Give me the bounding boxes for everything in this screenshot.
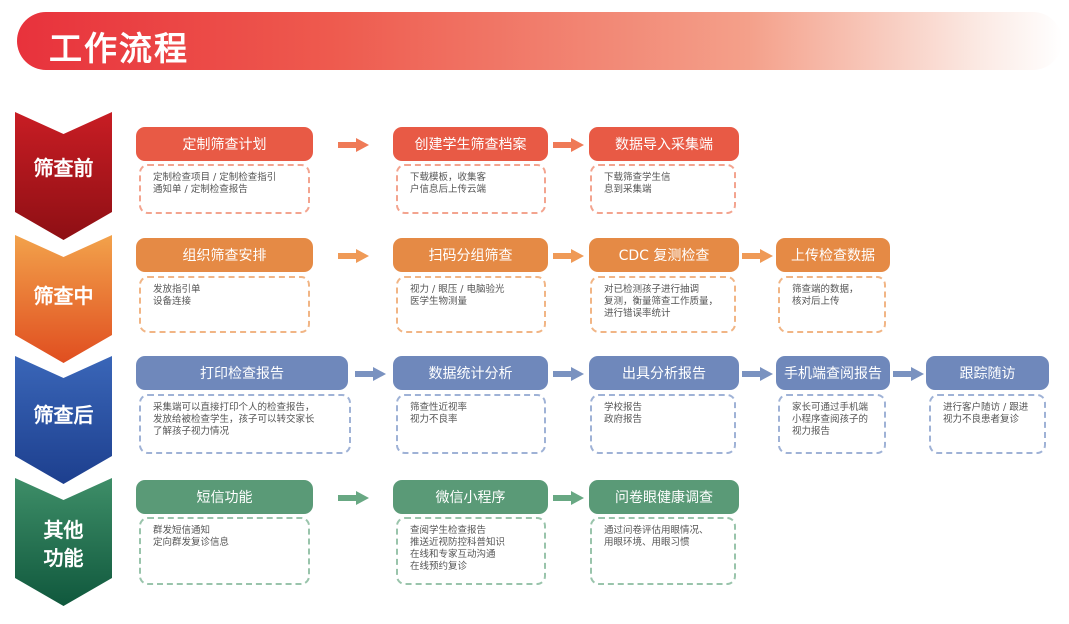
page-title: 工作流程 xyxy=(49,29,189,68)
step-title: 数据统计分析 xyxy=(393,356,548,390)
step-description-line: 筛查性近视率 xyxy=(410,402,468,413)
step-description-line: 通过问卷评估用眼情况、 xyxy=(604,525,709,536)
step-description: 下载模板，收集客户信息后上传云端 xyxy=(396,164,546,214)
flow-arrow xyxy=(553,490,584,505)
flow-arrow xyxy=(742,248,773,263)
step-description-line: 查阅学生检查报告 xyxy=(410,525,487,536)
step-description-line: 学校报告 xyxy=(604,402,643,413)
step-description: 视力 / 眼压 / 电脑验光医学生物测量 xyxy=(396,276,546,333)
stage-label-line: 筛查后 xyxy=(33,403,94,427)
step-description-line: 户信息后上传云端 xyxy=(410,184,487,195)
step-description-line: 推送近视防控科普知识 xyxy=(410,537,506,548)
step-description: 筛查端的数据，核对后上传 xyxy=(778,276,886,333)
step-title: 上传检查数据 xyxy=(776,238,890,272)
step-description-line: 通知单 / 定制检查报告 xyxy=(153,184,248,195)
step-title: 短信功能 xyxy=(136,480,313,514)
flow-arrow xyxy=(553,366,584,381)
step-description-line: 小程序查阅孩子的 xyxy=(792,414,869,425)
step-description-line: 进行错误率统计 xyxy=(604,308,671,319)
step-description-line: 定向群发复诊信息 xyxy=(153,537,230,548)
step-title: 问卷眼健康调查 xyxy=(589,480,739,514)
step-description-line: 息到采集端 xyxy=(604,184,652,195)
stage-chevron-mid: 筛查中 xyxy=(15,235,112,363)
step-description-line: 视力报告 xyxy=(792,426,831,437)
flow-arrow xyxy=(355,366,386,381)
step-description-line: 采集端可以直接打印个人的检查报告， xyxy=(153,402,315,413)
flow-arrow xyxy=(337,248,369,263)
step-description-line: 医学生物测量 xyxy=(410,296,468,307)
stage-label: 筛查中 xyxy=(15,282,112,310)
stage-chevron-other: 其他功能 xyxy=(15,478,112,606)
step-description-line: 定制检查项目 / 定制检查指引 xyxy=(153,172,277,183)
step-description-line: 政府报告 xyxy=(604,414,643,425)
step-description-line: 家长可通过手机端 xyxy=(792,402,869,413)
step-title: 数据导入采集端 xyxy=(589,127,739,161)
flow-arrow xyxy=(892,366,924,381)
step-description-line: 在线预约复诊 xyxy=(410,561,468,572)
step-title: 出具分析报告 xyxy=(589,356,739,390)
step-description-line: 对已检测孩子进行抽调 xyxy=(604,284,700,295)
step-description: 学校报告政府报告 xyxy=(590,394,736,454)
stage-chevron-post: 筛查后 xyxy=(15,356,112,484)
step-description-line: 发放指引单 xyxy=(153,284,201,295)
step-description: 定制检查项目 / 定制检查指引通知单 / 定制检查报告 xyxy=(139,164,310,214)
step-description-line: 视力 / 眼压 / 电脑验光 xyxy=(410,284,505,295)
stage-label-line: 其他 xyxy=(43,518,84,542)
flow-arrow xyxy=(337,137,369,152)
step-description: 对已检测孩子进行抽调复测，衡量筛查工作质量，进行错误率统计 xyxy=(590,276,736,333)
step-title: 打印检查报告 xyxy=(136,356,348,390)
step-description-line: 视力不良患者复诊 xyxy=(943,414,1020,425)
step-title: 组织筛查安排 xyxy=(136,238,313,272)
step-title: 扫码分组筛查 xyxy=(393,238,548,272)
step-description-line: 群发短信通知 xyxy=(153,525,211,536)
flow-arrow xyxy=(553,137,584,152)
flow-arrow xyxy=(553,248,584,263)
step-description-line: 复测，衡量筛查工作质量， xyxy=(604,296,719,307)
step-description-line: 了解孩子视力情况 xyxy=(153,426,230,437)
step-description: 家长可通过手机端小程序查阅孩子的视力报告 xyxy=(778,394,886,454)
step-description: 发放指引单设备连接 xyxy=(139,276,310,333)
step-description-line: 下载筛查学生信 xyxy=(604,172,671,183)
flow-arrow xyxy=(742,366,773,381)
step-description: 下载筛查学生信息到采集端 xyxy=(590,164,736,214)
step-title: 微信小程序 xyxy=(393,480,548,514)
step-title: 手机端查阅报告 xyxy=(776,356,890,390)
step-description-line: 核对后上传 xyxy=(792,296,840,307)
step-description: 通过问卷评估用眼情况、用眼环境、用眼习惯 xyxy=(590,517,736,585)
step-description-line: 发放给被检查学生，孩子可以转交家长 xyxy=(153,414,315,425)
step-title: CDC 复测检查 xyxy=(589,238,739,272)
step-title: 跟踪随访 xyxy=(926,356,1049,390)
step-description: 查阅学生检查报告推送近视防控科普知识在线和专家互动沟通在线预约复诊 xyxy=(396,517,546,585)
step-description: 群发短信通知定向群发复诊信息 xyxy=(139,517,310,585)
step-description-line: 下载模板，收集客 xyxy=(410,172,487,183)
step-description-line: 在线和专家互动沟通 xyxy=(410,549,496,560)
step-description-line: 视力不良率 xyxy=(410,414,458,425)
step-description-line: 用眼环境、用眼习惯 xyxy=(604,537,690,548)
stage-label: 其他功能 xyxy=(15,516,112,572)
title-banner: 工作流程 xyxy=(17,12,1062,70)
step-description-line: 设备连接 xyxy=(153,296,192,307)
step-title: 创建学生筛查档案 xyxy=(393,127,548,161)
stage-label: 筛查前 xyxy=(15,154,112,182)
stage-label: 筛查后 xyxy=(15,401,112,429)
stage-chevron-pre: 筛查前 xyxy=(15,112,112,240)
step-description-line: 筛查端的数据， xyxy=(792,284,859,295)
step-title: 定制筛查计划 xyxy=(136,127,313,161)
stage-label-line: 功能 xyxy=(43,546,84,570)
stage-label-line: 筛查中 xyxy=(33,284,94,308)
step-description: 采集端可以直接打印个人的检查报告，发放给被检查学生，孩子可以转交家长了解孩子视力… xyxy=(139,394,351,454)
step-description-line: 进行客户随访 / 跟进 xyxy=(943,402,1029,413)
step-description: 筛查性近视率视力不良率 xyxy=(396,394,546,454)
flow-arrow xyxy=(337,490,369,505)
stage-label-line: 筛查前 xyxy=(33,156,94,180)
step-description: 进行客户随访 / 跟进视力不良患者复诊 xyxy=(929,394,1046,454)
